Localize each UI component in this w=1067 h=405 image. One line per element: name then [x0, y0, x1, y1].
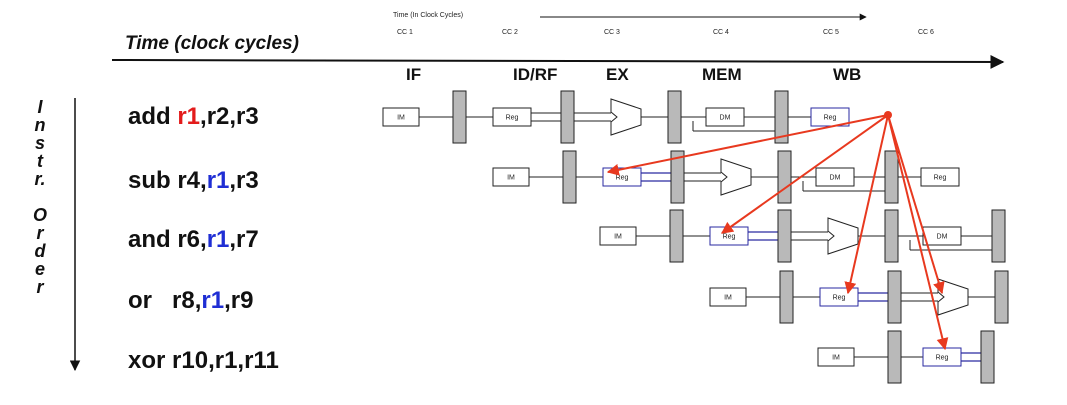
pipeline-register: [670, 150, 685, 204]
pipeline-register: [887, 330, 902, 384]
source-register: r1: [201, 287, 225, 314]
operands: ,r3: [229, 167, 259, 194]
alu-unit: [720, 158, 752, 196]
cycle-label-cc2: CC 2: [502, 29, 518, 36]
pipeline-register: [980, 330, 995, 384]
opcode: and: [128, 226, 171, 253]
instr-order-letter: d: [34, 241, 46, 261]
pipeline-register: [669, 209, 684, 263]
register-file-label: Reg: [616, 175, 629, 182]
instruction-add: add r1,r2,r3: [128, 103, 259, 131]
instruction-memory-label: IM: [724, 295, 732, 302]
instr-order-letter: e: [34, 259, 45, 279]
clock-axis-title: Time (In Clock Cycles): [393, 12, 464, 19]
instruction-xor: xor r10,r1,r11: [128, 347, 279, 375]
source-register: r1: [206, 167, 230, 194]
instruction-order-label: I n s t r. O r d e r: [30, 98, 50, 296]
pipeline-register: [560, 90, 575, 144]
pipeline-register: [452, 90, 467, 144]
pipeline-register: [667, 90, 682, 144]
instruction-memory-label: IM: [614, 234, 622, 241]
stage-header-wb: WB: [833, 65, 862, 84]
stage-header-id-rf: ID/RF: [513, 65, 558, 84]
pipeline-register: [562, 150, 577, 204]
instruction-memory-label: IM: [507, 175, 515, 182]
instruction-and: and r6,r1,r7: [128, 226, 259, 254]
time-axis-arrow: [111, 54, 1005, 69]
pipeline-row-3: IM Reg DM: [599, 209, 1006, 263]
cycle-label-cc4: CC 4: [713, 29, 729, 36]
opcode: sub: [128, 167, 171, 194]
pipeline-register: [991, 209, 1006, 263]
instr-order-letter: O: [32, 205, 47, 225]
pipeline-register: [777, 209, 792, 263]
pipeline-row-2: IM Reg DM Reg: [492, 150, 960, 204]
register-file-label: Reg: [936, 355, 949, 362]
forwarding-arrow: [721, 114, 889, 234]
pipeline-row-4: IM Reg: [709, 270, 1009, 324]
operands: r6,: [177, 226, 207, 253]
register-file-label: Reg: [723, 234, 736, 241]
pipeline-register: [887, 270, 902, 324]
forwarding-arrow: [887, 114, 945, 295]
pipeline-register: [994, 270, 1009, 324]
alu-unit: [827, 217, 859, 255]
register-file-writeback-label: Reg: [824, 115, 837, 122]
pipeline-register: [884, 209, 899, 263]
cycle-label-cc5: CC 5: [823, 29, 839, 36]
operands: ,r7: [229, 226, 259, 253]
register-file-writeback: [920, 167, 960, 187]
instr-order-letter: I: [37, 97, 43, 117]
cycle-label-cc1: CC 1: [397, 29, 413, 36]
pipeline-register: [777, 150, 792, 204]
data-memory-label: DM: [830, 175, 841, 182]
opcode: xor: [128, 347, 166, 374]
operands: r8,: [172, 287, 202, 314]
forwarding-arrow: [887, 114, 949, 351]
operands: ,r2,r3: [200, 103, 259, 130]
opcode: or: [128, 287, 152, 314]
data-memory-label: DM: [720, 115, 731, 122]
dest-register: r1: [177, 103, 201, 130]
forwarding-arrow: [606, 114, 889, 176]
instr-order-letter: t: [37, 151, 43, 171]
axis-lines: [69, 13, 1005, 372]
source-register: r1: [206, 226, 230, 253]
register-file-label: Reg: [506, 115, 519, 122]
alu-unit: [937, 278, 969, 316]
pipeline-register: [884, 150, 899, 204]
register-file: [492, 107, 532, 127]
time-axis-label: Time (clock cycles): [125, 33, 299, 54]
operands: ,r9: [224, 287, 254, 314]
pipeline-row-1: IM Reg DM Reg: [382, 90, 850, 144]
operands: r4,: [177, 167, 207, 194]
instruction-or: or r8,r1,r9: [128, 287, 253, 315]
pipeline-register: [779, 270, 794, 324]
instr-order-letter: n: [34, 115, 46, 135]
instr-order-letter: r: [36, 277, 44, 297]
stage-header-ex: EX: [606, 65, 629, 84]
stage-header-if: IF: [406, 65, 422, 84]
pipeline-row-5: IM Reg: [817, 330, 995, 384]
register-file-writeback-label: Reg: [934, 175, 947, 182]
instruction-sub: sub r4,r1,r3: [128, 167, 259, 195]
forwarding-arrows: [606, 111, 949, 351]
operands: r10,r1,r11: [172, 347, 279, 374]
stage-header-mem: MEM: [702, 65, 742, 84]
alu-unit: [610, 98, 642, 136]
data-memory-label: DM: [937, 234, 948, 241]
instruction-memory-label: IM: [397, 115, 405, 122]
instr-order-letter: r: [36, 223, 44, 243]
instr-order-letter: r.: [34, 169, 46, 189]
cycle-label-cc3: CC 3: [604, 29, 620, 36]
register-file-label: Reg: [833, 295, 846, 302]
instr-order-letter: s: [34, 133, 45, 153]
forwarding-arrow: [844, 114, 889, 295]
opcode: add: [128, 103, 171, 130]
instruction-memory-label: IM: [832, 355, 840, 362]
cycle-label-cc6: CC 6: [918, 29, 934, 36]
